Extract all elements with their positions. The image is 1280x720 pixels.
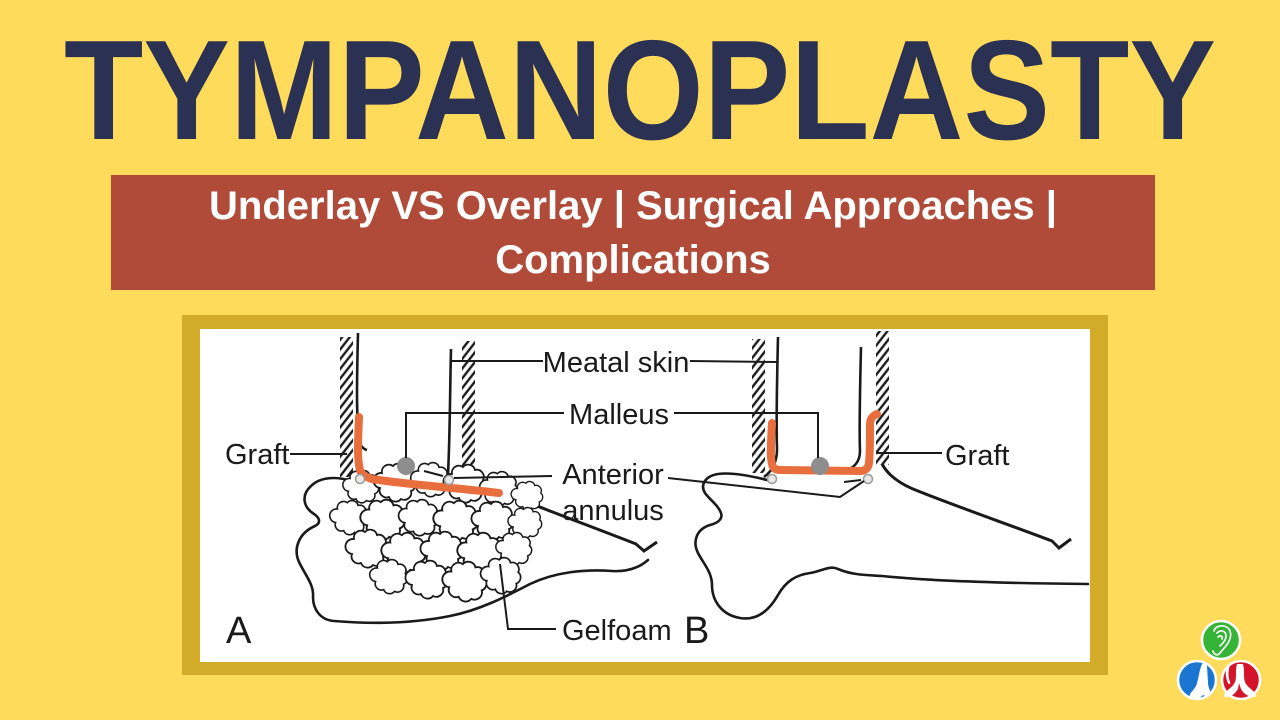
nose-logo-circle	[1176, 659, 1218, 701]
title-area: TYMPANOPLASTY	[64, 11, 1216, 160]
diagram-labels	[290, 360, 942, 630]
annulus-tick-a	[423, 470, 444, 477]
panel-letter-b: B	[684, 610, 709, 652]
malleus-dot-a	[397, 457, 415, 475]
label-anterior-annulus-line1: Anterior	[562, 459, 664, 491]
tympanoplasty-diagram: A	[225, 331, 1090, 652]
canal-wall-hatch-b-right	[876, 331, 889, 465]
pointer-annulus-right	[667, 477, 865, 499]
pointer-meatal-skin-right	[689, 360, 779, 363]
page-title: TYMPANOPLASTY	[64, 11, 1216, 160]
ear-logo-circle	[1200, 619, 1242, 661]
throat-logo-circle	[1220, 659, 1262, 701]
graft-a	[354, 413, 503, 497]
label-graft-right: Graft	[945, 440, 1009, 472]
pointer-malleus-right	[674, 412, 819, 458]
annulus-tick-b	[843, 479, 862, 483]
canal-wall-curve-b	[880, 463, 1072, 550]
annulus-circle-b-left	[766, 473, 778, 485]
malleus-dot-b	[811, 457, 829, 475]
canal-wall-hatch-a-left	[340, 337, 353, 477]
pointer-malleus-left	[405, 412, 564, 458]
annulus-circle-a-left	[354, 473, 366, 485]
middle-ear-cavity-outline-a	[295, 476, 650, 625]
label-graft-left: Graft	[225, 439, 289, 471]
pointer-gelfoam	[499, 563, 556, 630]
subtitle-line-1: Underlay VS Overlay | Surgical Approache…	[209, 183, 1057, 228]
canal-wall-hatch-b-left	[752, 339, 765, 473]
annulus-circle-a-right	[443, 474, 455, 486]
pointer-annulus-left	[453, 475, 553, 479]
meatal-skin-line-b-right	[841, 346, 863, 474]
middle-ear-cavity-outline-b	[694, 472, 1090, 620]
ent-logo	[1176, 619, 1262, 701]
ear-icon	[1212, 625, 1232, 656]
diagram-frame: A	[182, 315, 1108, 675]
annulus-circle-b-right	[862, 473, 874, 485]
nose-icon	[1189, 662, 1210, 699]
diagram-panel: A	[200, 329, 1090, 662]
panel-letter-a: A	[226, 610, 252, 652]
subtitle-banner: Underlay VS Overlay | Surgical Approache…	[111, 175, 1155, 290]
label-malleus: Malleus	[569, 399, 669, 431]
canal-wall-hatch-a-right	[462, 341, 475, 469]
illustration-b: B	[684, 331, 1090, 652]
label-gelfoam: Gelfoam	[562, 615, 672, 647]
meatal-skin-flap-a	[446, 348, 453, 476]
subtitle-line-2: Complications	[495, 237, 771, 282]
graft-b	[766, 410, 881, 475]
label-meatal-skin: Meatal skin	[543, 347, 690, 379]
throat-icon	[1224, 664, 1256, 698]
illustration-a: A	[226, 332, 658, 652]
label-anterior-annulus-line2: annulus	[562, 495, 664, 527]
